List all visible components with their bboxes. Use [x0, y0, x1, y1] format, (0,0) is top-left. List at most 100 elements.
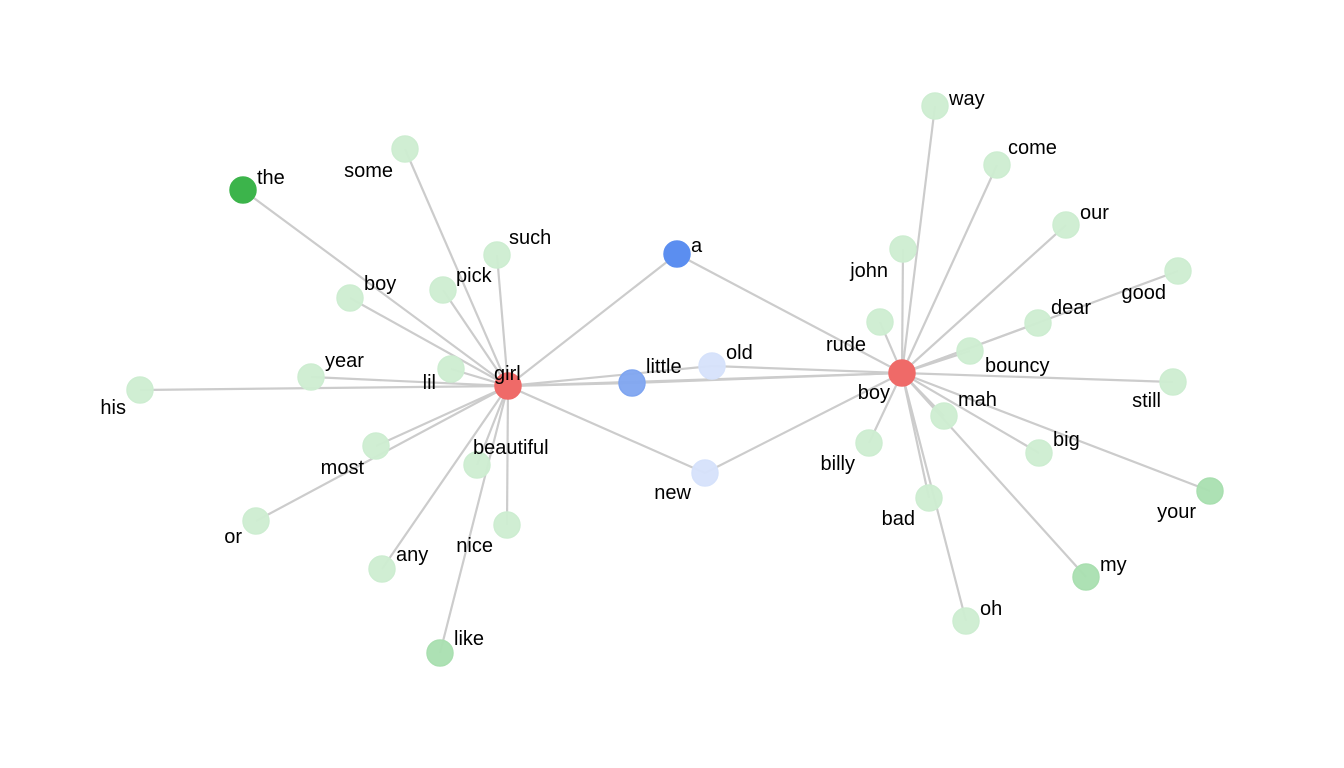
- node-label-his: his: [100, 397, 126, 419]
- node-little[interactable]: [618, 369, 646, 397]
- node-come[interactable]: [983, 151, 1011, 179]
- edge-layer: [139, 105, 1211, 654]
- node-label-or: or: [224, 526, 242, 548]
- edge-girl-old: [507, 364, 713, 388]
- edge-girl-the: [242, 189, 509, 387]
- node-boy-hub[interactable]: [888, 359, 916, 387]
- node-label-come: come: [1008, 137, 1057, 159]
- node-such[interactable]: [483, 241, 511, 269]
- node-rude[interactable]: [866, 308, 894, 336]
- node-bouncy[interactable]: [956, 337, 984, 365]
- node-label-beautiful: beautiful: [473, 437, 549, 459]
- node-new[interactable]: [691, 459, 719, 487]
- node-mah[interactable]: [930, 402, 958, 430]
- node-label-old: old: [726, 342, 753, 364]
- node-label-such: such: [509, 227, 551, 249]
- edge-girl-boy_leaf: [349, 297, 509, 387]
- node-label-our: our: [1080, 202, 1109, 224]
- node-year[interactable]: [297, 363, 325, 391]
- node-label-boy-leaf: boy: [364, 273, 396, 295]
- node-label-rude: rude: [826, 334, 866, 356]
- node-label-your: your: [1157, 501, 1196, 523]
- edge-girl-pick: [442, 289, 509, 387]
- node-good[interactable]: [1164, 257, 1192, 285]
- node-label-still: still: [1132, 390, 1161, 412]
- edge-girl-new: [507, 384, 706, 475]
- edge-boy_hub-our: [901, 224, 1067, 374]
- node-boy-leaf[interactable]: [336, 284, 364, 312]
- node-lil[interactable]: [437, 355, 465, 383]
- node-my[interactable]: [1072, 563, 1100, 591]
- node-billy[interactable]: [855, 429, 883, 457]
- node-label-good: good: [1122, 282, 1167, 304]
- node-layer: [126, 92, 1224, 667]
- node-any[interactable]: [368, 555, 396, 583]
- node-label-way: way: [948, 88, 985, 110]
- edge-girl-his: [139, 384, 509, 392]
- node-label-like: like: [454, 628, 484, 650]
- node-label-the: the: [257, 167, 285, 189]
- node-label-big: big: [1053, 429, 1080, 451]
- node-way[interactable]: [921, 92, 949, 120]
- node-some[interactable]: [391, 135, 419, 163]
- node-our[interactable]: [1052, 211, 1080, 239]
- edge-boy_hub-john: [900, 248, 905, 374]
- node-beautiful[interactable]: [463, 451, 491, 479]
- node-dear[interactable]: [1024, 309, 1052, 337]
- node-still[interactable]: [1159, 368, 1187, 396]
- node-bad[interactable]: [915, 484, 943, 512]
- node-label-bad: bad: [882, 508, 915, 530]
- node-the[interactable]: [229, 176, 257, 204]
- node-big[interactable]: [1025, 439, 1053, 467]
- node-label-bouncy: bouncy: [985, 355, 1050, 377]
- node-label-some: some: [344, 160, 393, 182]
- edge-new-boy_hub: [704, 372, 903, 474]
- node-label-any: any: [396, 544, 428, 566]
- node-or[interactable]: [242, 507, 270, 535]
- edge-little-boy_hub: [631, 371, 903, 385]
- edge-girl-nice: [505, 385, 510, 526]
- edge-a-boy_hub: [676, 253, 903, 374]
- edge-girl-year: [310, 375, 509, 388]
- node-label-my: my: [1100, 554, 1127, 576]
- edge-boy_hub-big: [901, 372, 1040, 454]
- edge-girl-beautiful: [475, 385, 510, 466]
- node-like[interactable]: [426, 639, 454, 667]
- edge-girl-any: [381, 385, 509, 570]
- node-label-lil: lil: [423, 372, 436, 394]
- edge-girl-a: [507, 253, 678, 387]
- node-john[interactable]: [889, 235, 917, 263]
- node-label-girl: girl: [494, 363, 521, 385]
- edge-boy_hub-still: [901, 371, 1174, 384]
- edge-boy_hub-my: [901, 372, 1087, 578]
- node-label-new: new: [654, 482, 691, 504]
- node-his[interactable]: [126, 376, 154, 404]
- node-oh[interactable]: [952, 607, 980, 635]
- node-girl[interactable]: [494, 372, 522, 400]
- node-label-little: little: [646, 356, 682, 378]
- edge-boy_hub-way: [900, 105, 937, 374]
- node-pick[interactable]: [429, 276, 457, 304]
- edge-boy_hub-your: [901, 371, 1211, 493]
- node-label-most: most: [321, 457, 365, 479]
- node-label-a: a: [691, 235, 703, 257]
- node-label-billy: billy: [821, 453, 855, 475]
- node-old[interactable]: [698, 352, 726, 380]
- node-most[interactable]: [362, 432, 390, 460]
- edge-old-boy_hub: [711, 364, 903, 375]
- node-label-dear: dear: [1051, 297, 1091, 319]
- edge-girl-most: [375, 384, 509, 448]
- node-label-mah: mah: [958, 389, 997, 411]
- edge-boy_hub-come: [900, 164, 999, 374]
- node-your[interactable]: [1196, 477, 1224, 505]
- edge-girl-like: [438, 385, 510, 654]
- node-label-john: john: [849, 260, 888, 282]
- node-label-oh: oh: [980, 598, 1002, 620]
- node-a[interactable]: [663, 240, 691, 268]
- node-label-nice: nice: [456, 535, 493, 557]
- node-label-year: year: [325, 350, 364, 372]
- node-nice[interactable]: [493, 511, 521, 539]
- edge-girl-some: [403, 148, 510, 387]
